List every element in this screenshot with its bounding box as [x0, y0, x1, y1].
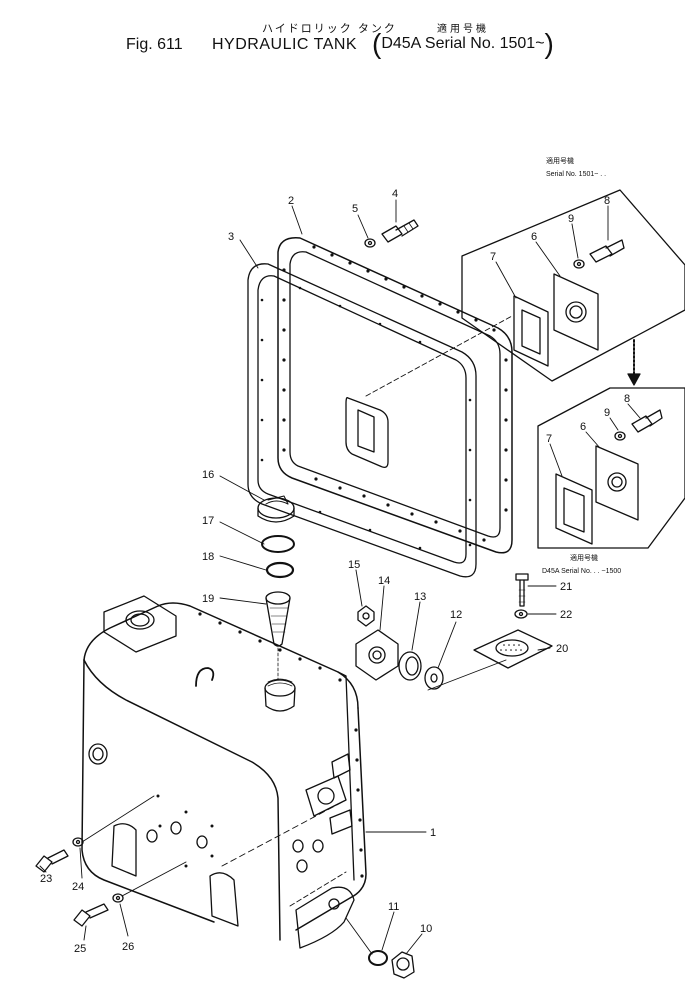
callout-24: 24 [72, 881, 84, 893]
part-23-bolt [35, 849, 69, 873]
part-22-washer [514, 609, 528, 619]
callout-7b: 7 [546, 433, 552, 445]
upper-variant-box: 適用号機 Serial No. 1501~ . . [461, 156, 685, 382]
callout-19: 19 [202, 593, 214, 605]
callout-22: 22 [560, 609, 572, 621]
part-7b-gasket [555, 473, 593, 545]
serial-applicability: (D45A Serial No. 1501~) [372, 28, 554, 60]
part-13-seal-ring [398, 651, 422, 681]
callout-4: 4 [392, 188, 398, 200]
callout-8b: 8 [624, 393, 630, 405]
callout-17: 17 [202, 515, 214, 527]
part-17-o-ring [261, 535, 295, 553]
figure-number: Fig. 611 [126, 36, 183, 53]
lower-variant-serial: D45A Serial No. . . ~1500 [542, 568, 621, 575]
part-18-o-ring [265, 561, 295, 579]
part-10-drain-plug [391, 951, 415, 979]
callout-3: 3 [228, 231, 234, 243]
callout-2: 2 [288, 195, 294, 207]
variant-arrow [627, 339, 641, 386]
callout-9a: 9 [568, 213, 574, 225]
part-24-washer [72, 837, 84, 847]
lower-variant-jp: 適用号機 [570, 553, 598, 562]
upper-variant-jp: 適用号機 [546, 156, 574, 165]
part-5-washer [364, 238, 376, 248]
leader-lines [39, 199, 641, 955]
japanese-title: ハイドロリック タンク [262, 23, 397, 35]
callout-6a: 6 [531, 231, 537, 243]
callout-23: 23 [40, 873, 52, 885]
callout-numbers: 1 2 3 4 5 6 7 8 9 6 7 8 9 10 11 12 13 14… [40, 188, 630, 955]
part-9a-washer [573, 259, 585, 269]
part-8b-bolt [631, 409, 663, 433]
upper-variant-serial: Serial No. 1501~ . . [546, 171, 606, 178]
callout-8a: 8 [604, 195, 610, 207]
part-1-tank-body [81, 595, 367, 949]
callout-14: 14 [378, 575, 390, 587]
part-21-bolt [515, 573, 529, 607]
callout-20: 20 [556, 643, 568, 655]
serial-open-paren: ( [372, 28, 382, 59]
part-8a-bolt [589, 239, 625, 263]
callout-7a: 7 [490, 251, 496, 263]
part-14-flange [355, 629, 399, 681]
part-2-tank-cover [277, 237, 513, 554]
part-20-breather-plate [473, 629, 553, 669]
callout-9b: 9 [604, 407, 610, 419]
callout-18: 18 [202, 551, 214, 563]
serial-close-paren: ) [544, 28, 554, 59]
callout-10: 10 [420, 923, 432, 935]
callout-11: 11 [388, 901, 399, 913]
part-15-nut [357, 605, 375, 627]
lower-variant-box: 適用号機 D45A Serial No. . . ~1500 [537, 387, 685, 575]
callout-6b: 6 [580, 421, 586, 433]
callout-15: 15 [348, 559, 360, 571]
serial-text: D45A Serial No. 1501~ [381, 35, 545, 52]
figure-title: HYDRAULIC TANK [212, 36, 358, 53]
japanese-serial-label: 適用号機 [437, 24, 489, 35]
part-19-strainer [265, 591, 291, 681]
cover-bolt-holes [282, 245, 508, 542]
part-9b-washer [614, 431, 626, 441]
part-25-bolt [73, 903, 109, 927]
callout-1: 1 [430, 827, 436, 839]
callout-13: 13 [414, 591, 426, 603]
part-6a-cover-plate [553, 273, 599, 351]
part-6b-cover-plate [595, 445, 639, 521]
part-11-o-ring [368, 950, 388, 966]
part-4-bolt [381, 219, 419, 243]
part-7a-gasket [513, 295, 549, 367]
part-16-filler-cap [257, 495, 295, 523]
callout-21: 21 [560, 581, 572, 593]
callout-26: 26 [122, 941, 134, 953]
part-12-washer [424, 666, 444, 690]
callout-25: 25 [74, 943, 86, 955]
callout-16: 16 [202, 469, 214, 481]
callout-12: 12 [450, 609, 462, 621]
part-26-washer [112, 893, 124, 903]
part-3-gasket [247, 263, 477, 578]
callout-5: 5 [352, 203, 358, 215]
